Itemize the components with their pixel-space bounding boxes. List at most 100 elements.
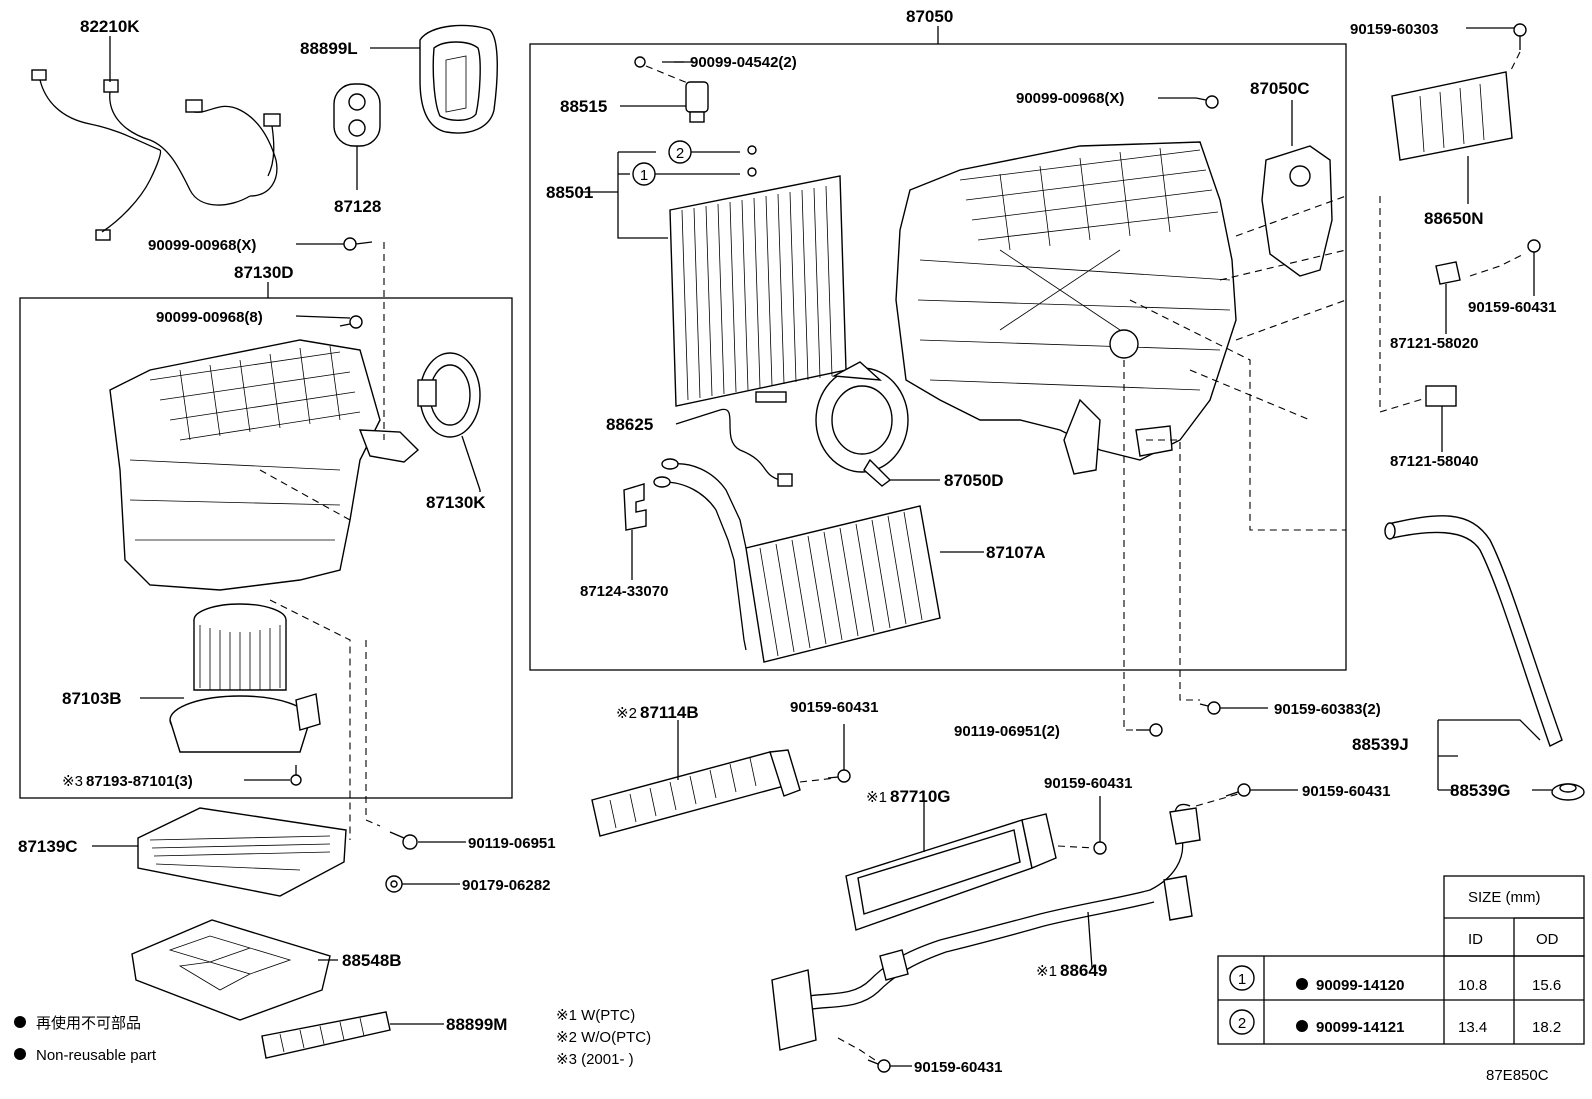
size-table-row-ref: 1 (1238, 971, 1246, 988)
ptc-heater-87710G (845, 800, 1057, 931)
label-90159-60431-c: 90159-60431 (1302, 783, 1390, 800)
o-ring-circle-2-text: 2 (676, 145, 684, 162)
non-reusable-dot (1296, 978, 1308, 990)
actuator-87050C (1261, 100, 1333, 277)
legend-en: Non-reusable part (36, 1047, 157, 1064)
label-88650N: 88650N (1424, 209, 1484, 228)
label-87710G: 87710G (890, 787, 951, 806)
size-table-row: 1 90099-14120 10.8 15.6 (1229, 965, 1561, 994)
label-88649: 88649 (1060, 961, 1107, 980)
size-table-col-id: ID (1468, 931, 1483, 948)
hose-88539J (1384, 515, 1563, 791)
label-88548B: 88548B (342, 951, 402, 970)
connector-87121-58020 (1435, 253, 1525, 334)
screw-87193-87101 (244, 765, 302, 786)
bolt-90159-60431-b (1093, 796, 1107, 855)
note-2: ※2 W/O(PTC) (556, 1029, 651, 1046)
bolt-90159-60431-right (1527, 239, 1541, 296)
strip-88899M (261, 1011, 444, 1059)
group-box-87130D (19, 297, 513, 799)
notes: ※1 W(PTC) ※2 W/O(PTC) ※3 (2001- ) (556, 1007, 651, 1068)
bolt-90159-60431-a (827, 724, 851, 783)
o-ring-circle-1: 1 (632, 162, 740, 186)
nut-90179-06282 (385, 875, 460, 893)
wire-harness-88649 (771, 803, 1201, 1051)
size-table-row: 2 90099-14121 13.4 18.2 (1229, 1009, 1561, 1036)
bolt-90159-60431-d (867, 1059, 912, 1073)
label-87130D: 87130D (234, 263, 294, 282)
label-88625: 88625 (606, 415, 653, 434)
label-87128: 87128 (334, 197, 381, 216)
size-table-row-part: 90099-14121 (1316, 1019, 1404, 1036)
size-table-row-id: 13.4 (1458, 1019, 1487, 1036)
bolt-90099-00968X-left (296, 237, 373, 251)
seal-88899L (370, 24, 498, 134)
label-82210K: 82210K (80, 17, 140, 36)
label-87139C: 87139C (18, 837, 78, 856)
actuator-87050D (815, 361, 940, 487)
label-87193-87101: 87193-87101(3) (86, 773, 193, 790)
label-88501: 88501 (546, 183, 593, 202)
label-87107A: 87107A (986, 543, 1046, 562)
note-1: ※1 W(PTC) (556, 1007, 635, 1024)
label-87124-33070: 87124-33070 (580, 583, 668, 600)
heater-core-87107A (653, 458, 984, 663)
bolt-90159-60431-c (1225, 783, 1298, 797)
bolt-90119-06951-2 (1136, 723, 1163, 737)
size-table-row-part: 90099-14120 (1316, 977, 1404, 994)
ptc-heater-87114B (591, 720, 801, 837)
mark-1-88649: ※1 (1036, 963, 1057, 980)
size-table-row-ref: 2 (1238, 1015, 1246, 1032)
label-90159-60383: 90159-60383(2) (1274, 701, 1381, 718)
bolt-90099-00968X-top (1158, 95, 1219, 109)
grommet-87128 (333, 83, 381, 190)
label-90179-06282: 90179-06282 (462, 877, 550, 894)
size-table: SIZE (mm) ID OD 1 90099-14120 10.8 15.6 … (1217, 875, 1585, 1045)
label-87114B: 87114B (640, 703, 699, 722)
legend-dot-jp (14, 1016, 26, 1028)
label-87121-58040: 87121-58040 (1390, 453, 1478, 470)
label-90159-60303: 90159-60303 (1350, 21, 1438, 38)
motor-cover-87130K (417, 352, 481, 492)
bolt-90119-06951 (389, 831, 466, 850)
label-88539J: 88539J (1352, 735, 1409, 754)
size-table-row-id: 10.8 (1458, 977, 1487, 994)
bolt-90159-60303 (1466, 23, 1527, 50)
note-3: ※3 (2001- ) (556, 1051, 634, 1068)
label-88539G: 88539G (1450, 781, 1511, 800)
label-87130K: 87130K (426, 493, 486, 512)
grommet-88539G (1532, 783, 1585, 801)
label-88899L: 88899L (300, 39, 358, 58)
label-90099-00968X-top: 90099-00968(X) (1016, 90, 1124, 107)
label-87121-58020: 87121-58020 (1390, 335, 1478, 352)
blower-motor-87103B (140, 603, 321, 753)
clip-87124-33070 (623, 483, 647, 580)
mark-2-87114B: ※2 (616, 705, 637, 722)
label-87050C: 87050C (1250, 79, 1310, 98)
blower-case-87130D (109, 339, 420, 591)
label-90159-60431-right: 90159-60431 (1468, 299, 1556, 316)
ecu-88650N (1391, 51, 1521, 204)
wire-harness-82210K (31, 36, 281, 241)
tray-88548B (131, 919, 338, 1021)
diagram-code: 87E850C (1486, 1067, 1549, 1084)
size-table-header: SIZE (mm) (1468, 889, 1541, 906)
expansion-valve-88515 (620, 56, 709, 123)
label-87103B: 87103B (62, 689, 122, 708)
bolt-90099-00968-8 (295, 315, 363, 329)
legend: 再使用不可部品 Non-reusable part (14, 1015, 157, 1064)
label-90099-04542: 90099-04542(2) (690, 54, 797, 71)
mark-1-87710G: ※1 (866, 789, 887, 806)
mark-3-87193: ※3 (62, 773, 83, 790)
o-ring-circle-2: 2 (668, 140, 740, 164)
label-88899M: 88899M (446, 1015, 507, 1034)
label-90119-06951: 90119-06951 (468, 835, 556, 852)
label-90159-60431-b: 90159-60431 (1044, 775, 1132, 792)
bolt-90159-60383 (1199, 701, 1268, 715)
label-88515: 88515 (560, 97, 607, 116)
non-reusable-dot (1296, 1020, 1308, 1032)
legend-dot-en (14, 1048, 26, 1060)
label-87050: 87050 (906, 7, 953, 26)
size-table-row-od: 18.2 (1532, 1019, 1561, 1036)
